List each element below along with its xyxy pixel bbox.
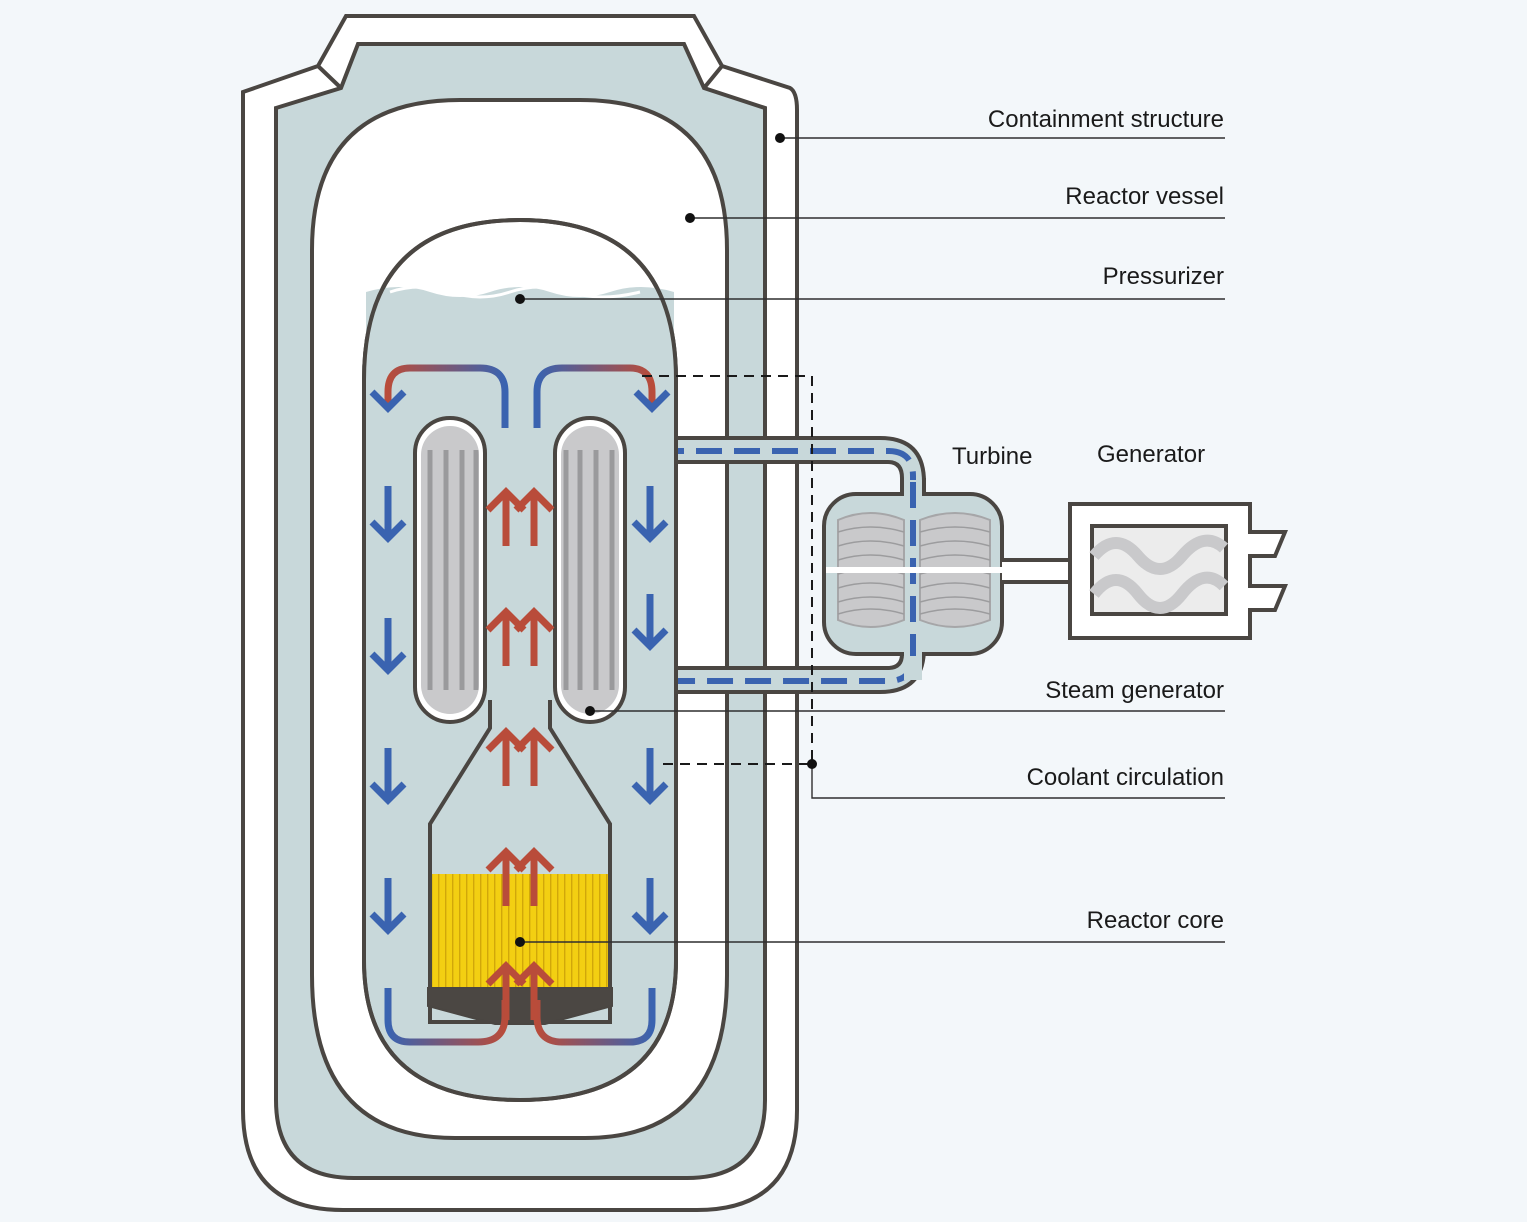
label-generator: Generator [1097,441,1205,468]
steam-generator-right [553,416,627,724]
labels: Containment structure Reactor vessel Pre… [952,106,1224,934]
leaders [515,133,1225,947]
label-containment-structure: Containment structure [988,106,1224,133]
label-reactor-core: Reactor core [1087,907,1224,934]
label-pressurizer: Pressurizer [1103,263,1224,290]
steam-generator-left [413,416,487,724]
label-reactor-vessel: Reactor vessel [1065,183,1224,210]
bottom-flow-arrows [384,988,656,1046]
label-coolant-circulation: Coolant circulation [1027,764,1224,791]
label-turbine: Turbine [952,443,1032,470]
turbine-housing [822,478,1004,680]
top-flow-arrows [369,364,671,428]
coolant-circulation-bracket [642,375,813,765]
label-steam-generator: Steam generator [1045,677,1224,704]
reactor-core [432,874,608,988]
generator [1002,502,1288,640]
